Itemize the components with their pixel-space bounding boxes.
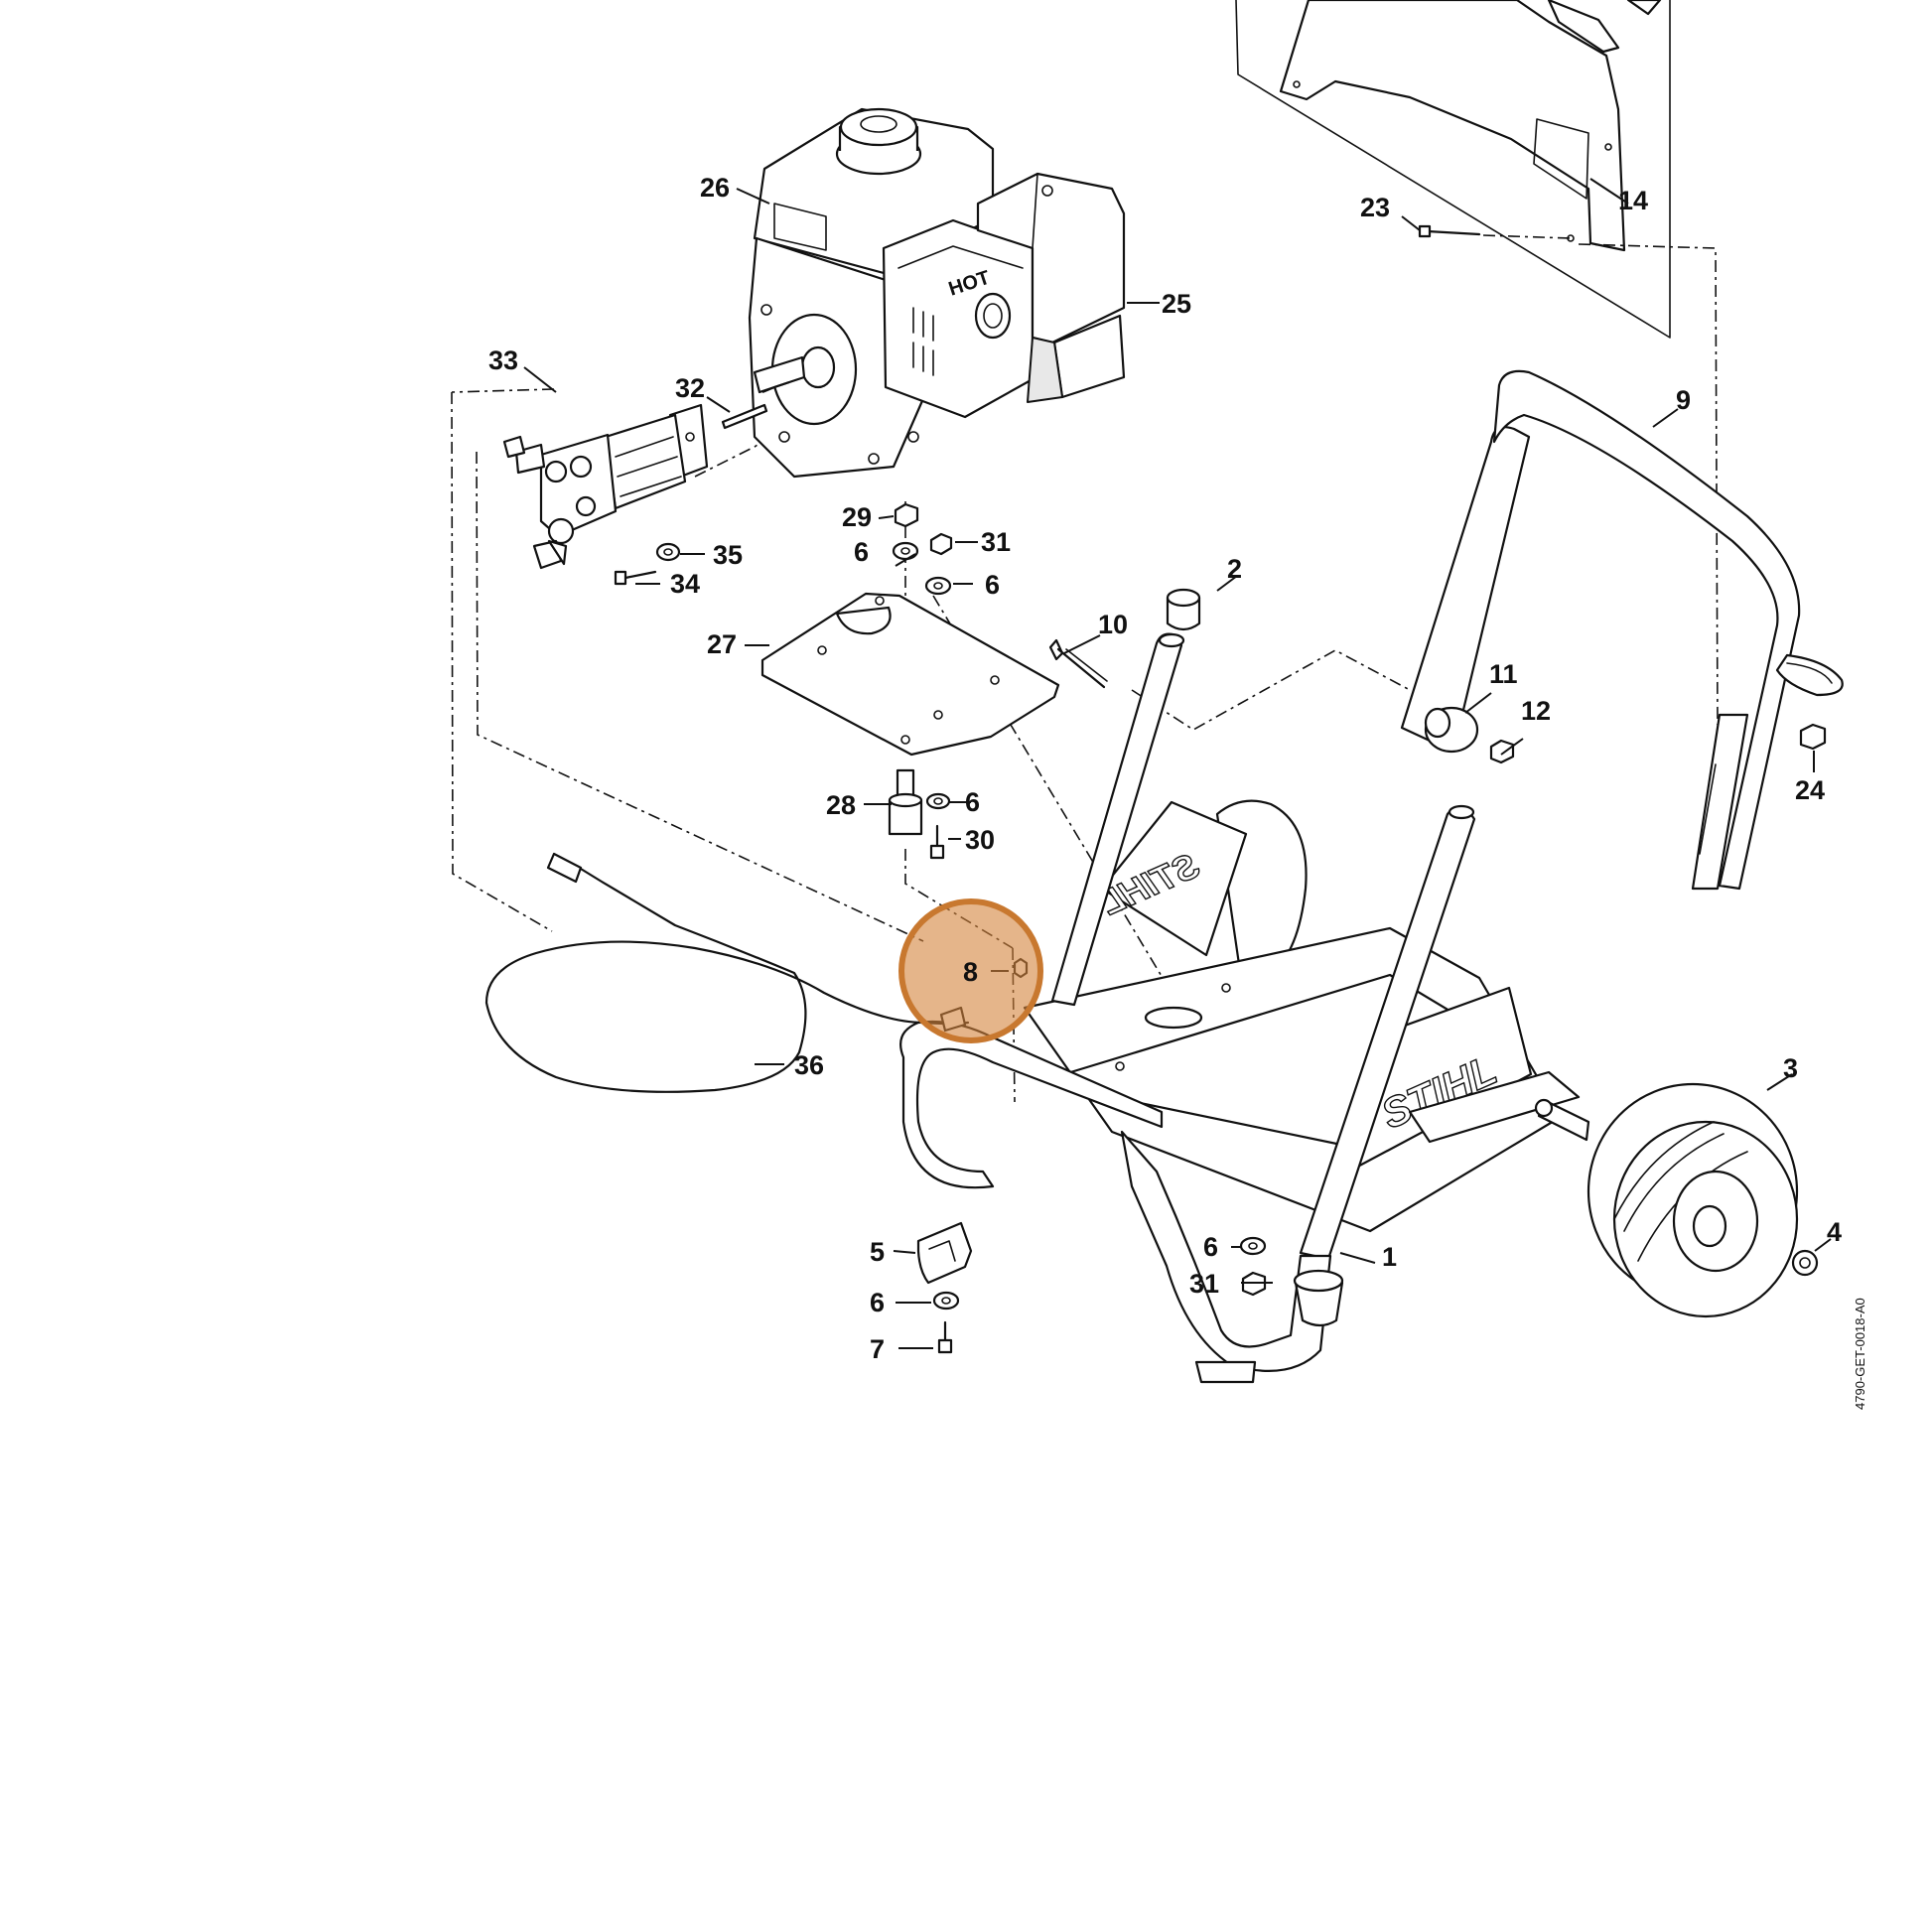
part-label-4[interactable]: 4 <box>1827 1217 1842 1247</box>
part-label-36[interactable]: 36 <box>794 1050 824 1080</box>
part-numbers: 1 2 3 4 5 6 6 6 6 6 7 8 9 10 11 12 14 23… <box>488 173 1842 1364</box>
part-label-25[interactable]: 25 <box>1162 289 1191 319</box>
cover-panel-frame <box>1235 0 1671 339</box>
part-label-24[interactable]: 24 <box>1795 775 1825 805</box>
part-label-6e[interactable]: 6 <box>1203 1232 1218 1262</box>
part-label-31b[interactable]: 31 <box>1189 1269 1219 1299</box>
washer-6d <box>932 1291 960 1311</box>
part-label-27[interactable]: 27 <box>707 629 737 659</box>
part-label-31a[interactable]: 31 <box>981 527 1011 557</box>
washer-35 <box>655 542 681 562</box>
part-label-3[interactable]: 3 <box>1783 1053 1798 1083</box>
screw-34 <box>614 570 657 586</box>
part-label-7[interactable]: 7 <box>870 1334 885 1364</box>
part-label-34[interactable]: 34 <box>670 569 700 599</box>
screw-7 <box>937 1320 953 1354</box>
part-label-29[interactable]: 29 <box>842 502 872 532</box>
part-label-12[interactable]: 12 <box>1521 696 1551 726</box>
part-label-2[interactable]: 2 <box>1227 554 1242 584</box>
part-label-1[interactable]: 1 <box>1382 1242 1397 1272</box>
part-label-28[interactable]: 28 <box>826 790 856 820</box>
foot-5 <box>916 1221 973 1285</box>
part-label-6a[interactable]: 6 <box>854 537 869 567</box>
bolt-10 <box>1048 638 1108 689</box>
part-label-5[interactable]: 5 <box>870 1237 885 1267</box>
washer-6e <box>1239 1236 1267 1256</box>
screw-30 <box>929 824 945 860</box>
nut-29 <box>894 502 919 528</box>
part-label-26[interactable]: 26 <box>700 173 730 203</box>
highlight-marker <box>898 898 1043 1043</box>
washer-6b <box>924 576 952 596</box>
wheel-3 <box>1587 1082 1799 1318</box>
part-label-8[interactable]: 8 <box>963 957 978 987</box>
screw-23 <box>1418 224 1481 238</box>
document-code: 4790-GET-0018-A0 <box>1853 1298 1867 1410</box>
hose-36 <box>484 852 970 1093</box>
part-label-10[interactable]: 10 <box>1098 610 1128 639</box>
engine: HOT <box>748 107 1126 479</box>
part-label-9[interactable]: 9 <box>1676 385 1691 415</box>
cooling-slots <box>912 307 934 376</box>
mounting-plate-27 <box>760 592 1060 757</box>
pump-assembly <box>502 403 709 570</box>
washer-6c <box>925 792 951 810</box>
nut-24 <box>1799 723 1827 751</box>
vibration-mount-28 <box>888 768 923 836</box>
frame-1: STIHL STIHL <box>899 632 1590 1384</box>
part-label-23[interactable]: 23 <box>1360 193 1390 222</box>
part-label-30[interactable]: 30 <box>965 825 995 855</box>
part-label-6d[interactable]: 6 <box>870 1288 885 1317</box>
nut-12 <box>1489 739 1515 764</box>
part-label-6c[interactable]: 6 <box>965 787 980 817</box>
plug-2 <box>1166 588 1201 631</box>
washer-6a <box>892 541 919 561</box>
part-label-33[interactable]: 33 <box>488 345 518 375</box>
part-label-35[interactable]: 35 <box>713 540 743 570</box>
leader-lines <box>523 178 1832 1349</box>
nut-31a <box>929 532 953 556</box>
part-label-32[interactable]: 32 <box>675 373 705 403</box>
part-label-6b[interactable]: 6 <box>985 570 1000 600</box>
nut-4 <box>1791 1249 1819 1277</box>
knob-11 <box>1424 706 1479 754</box>
part-label-14[interactable]: 14 <box>1618 186 1648 215</box>
key-32 <box>721 403 768 430</box>
part-label-11[interactable]: 11 <box>1489 659 1518 689</box>
